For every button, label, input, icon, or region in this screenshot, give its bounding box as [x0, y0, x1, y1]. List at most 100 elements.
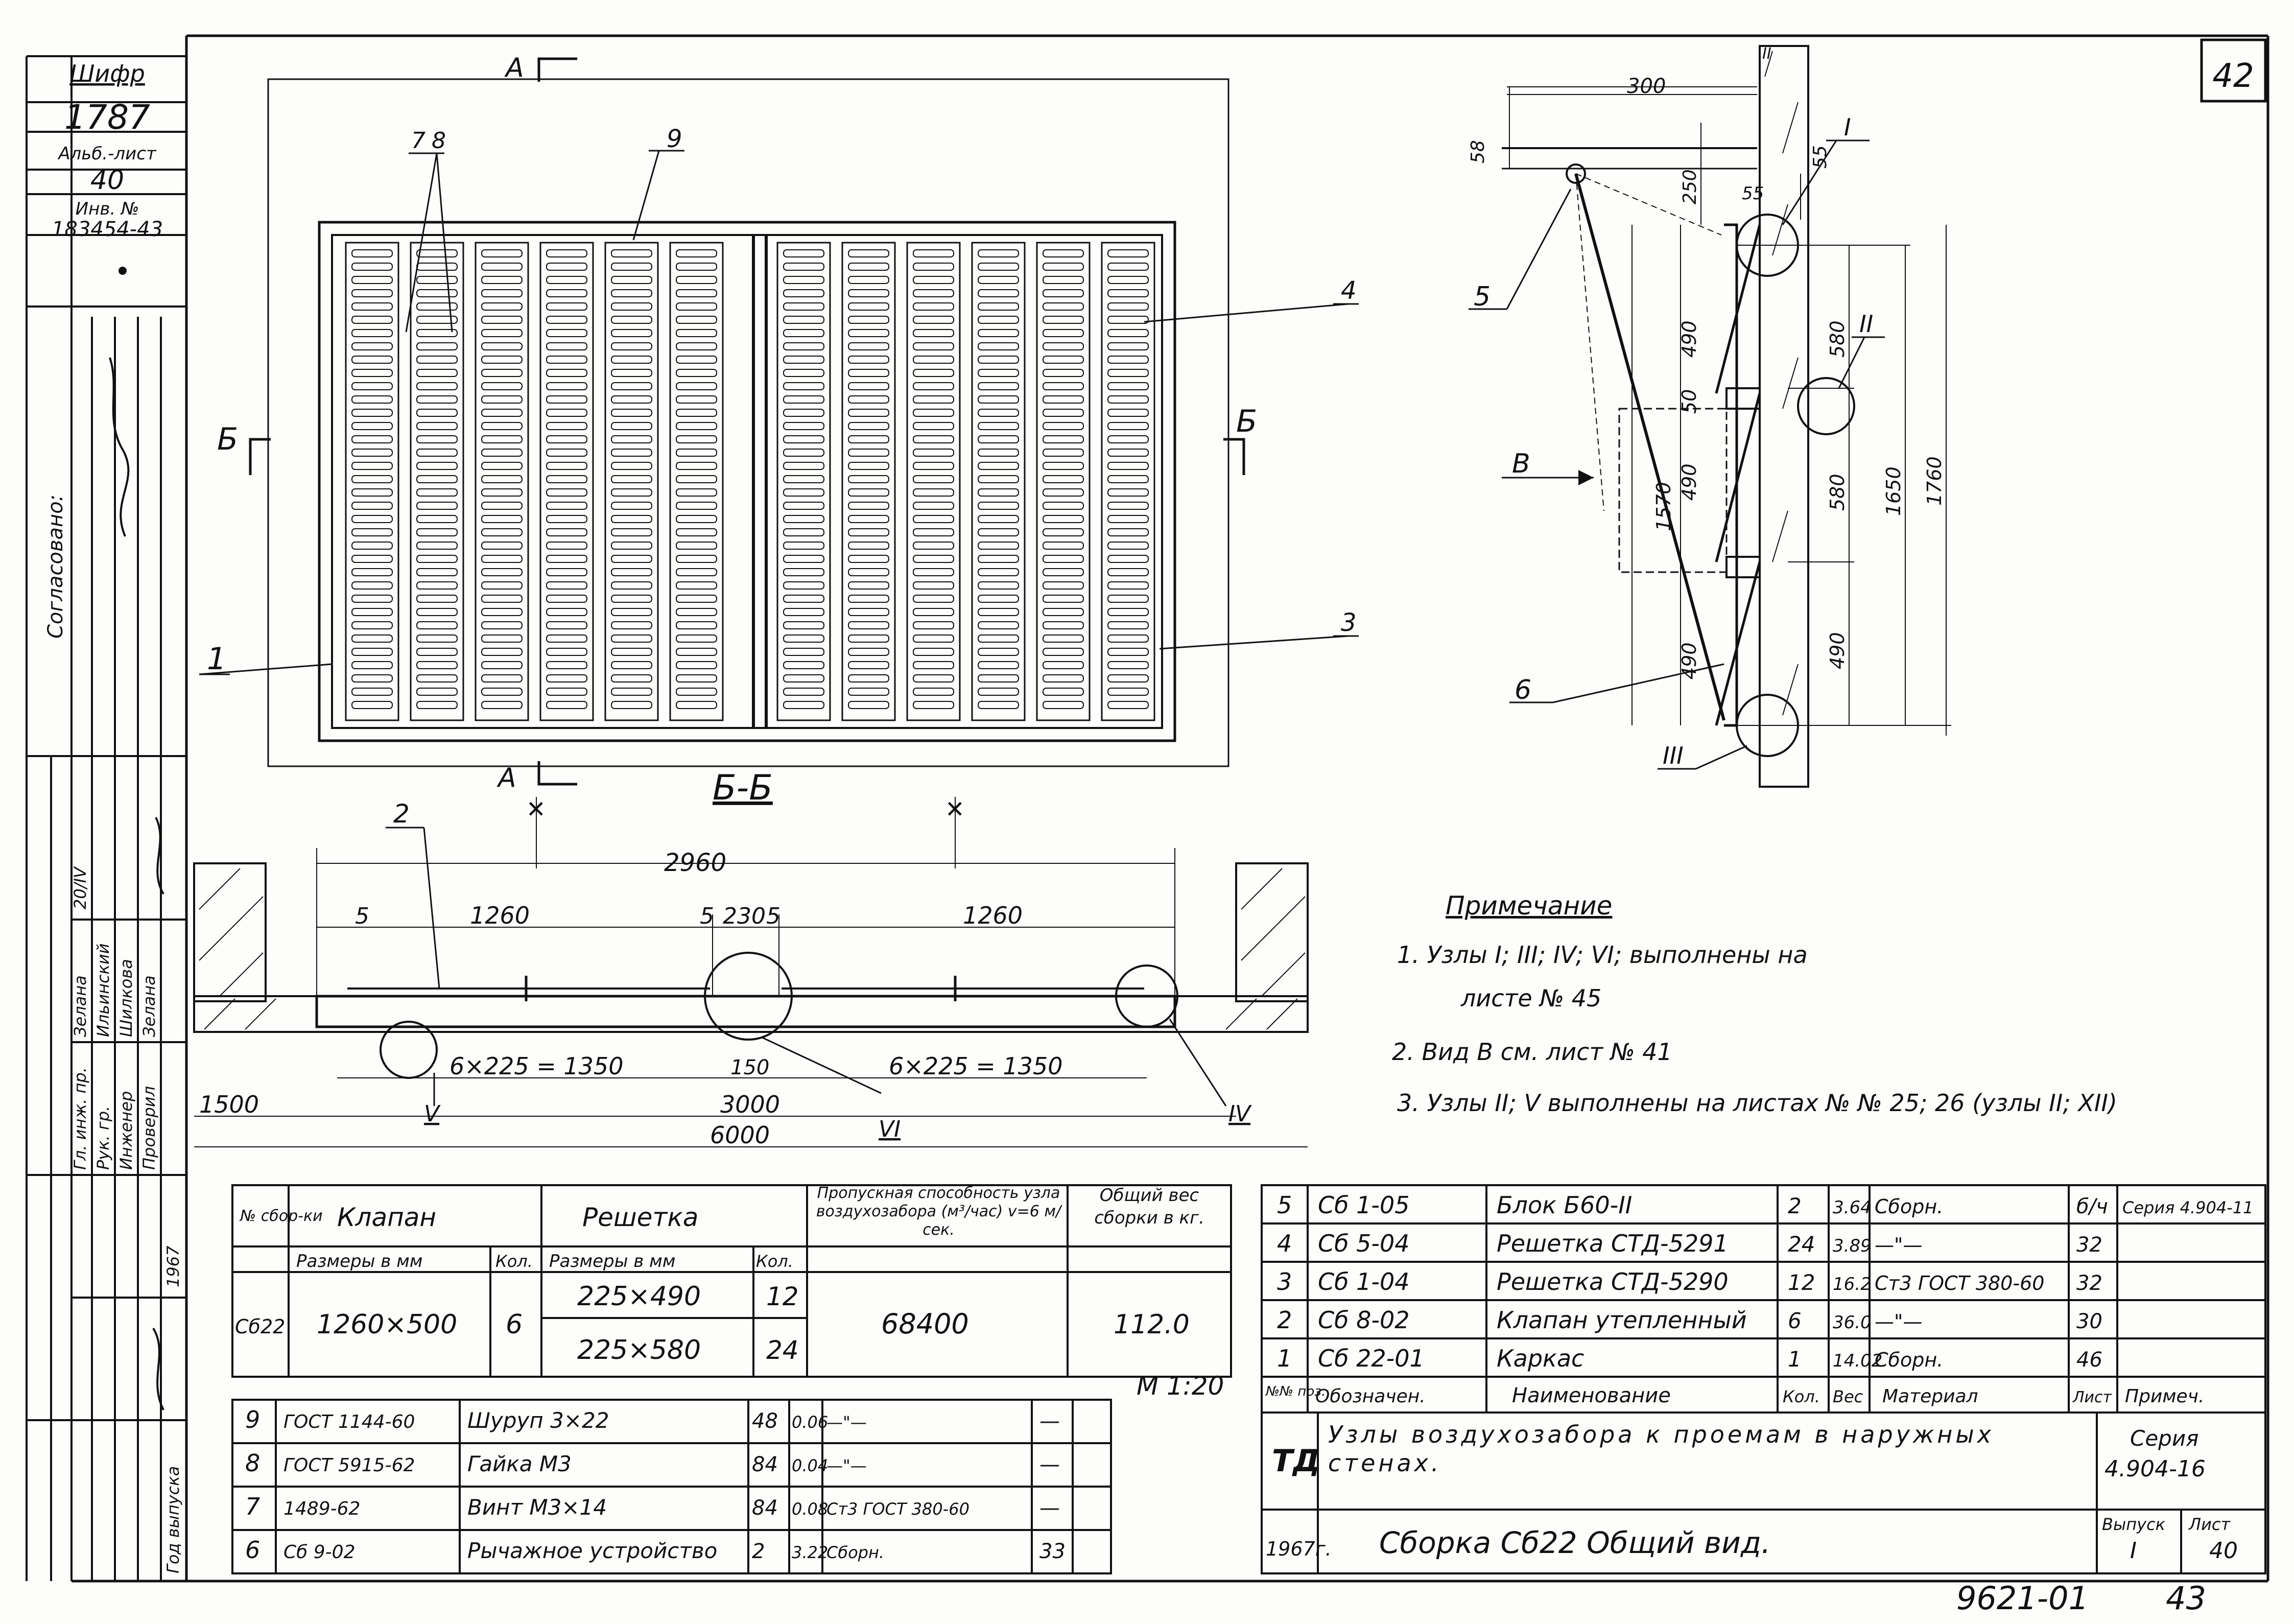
grille-slot	[913, 449, 954, 457]
grille-slot	[913, 249, 954, 257]
grille-slot	[1043, 422, 1084, 430]
callout-9: 9	[667, 125, 682, 153]
cap-grille1-size: 225×490	[577, 1281, 701, 1312]
grille-slot	[416, 688, 458, 696]
right-part-material: Сборн.	[1875, 1195, 1943, 1218]
grille-slot	[676, 249, 717, 257]
side-dim-250: 250	[1680, 169, 1700, 204]
right-part-pos: 2	[1277, 1306, 1292, 1334]
grille-slot	[913, 435, 954, 443]
right-part-material: —"—	[1875, 1310, 1922, 1333]
grille-slot	[913, 329, 954, 337]
grille-slot	[351, 356, 393, 364]
grille-slot	[481, 634, 523, 643]
grille-slot	[978, 329, 1019, 337]
grille-slot	[351, 634, 393, 643]
grille-slot	[783, 701, 824, 709]
grille-slot	[611, 648, 652, 656]
grille-slot	[676, 634, 717, 643]
grille-slot	[978, 648, 1019, 656]
grille-slot	[848, 382, 889, 390]
grille-slot	[913, 581, 954, 590]
grille-slot	[546, 263, 587, 271]
grille-slot	[913, 648, 954, 656]
section-callout-2: 2	[393, 799, 410, 829]
grille-slot	[416, 435, 458, 443]
lower-part-pos: 8	[245, 1449, 260, 1477]
grille-slot	[546, 701, 587, 709]
grille-slot	[611, 661, 652, 669]
grille-slot	[1107, 515, 1149, 523]
grille-slot	[848, 475, 889, 483]
issue-value: 1967	[163, 1245, 183, 1287]
section-b-left-label: Б	[217, 421, 238, 457]
side-callout-5: 5	[1474, 281, 1491, 312]
grille-slot	[848, 661, 889, 669]
grille-slot	[676, 329, 717, 337]
grille-slot	[978, 435, 1019, 443]
callout-4: 4	[1341, 276, 1357, 305]
section-b-right-label: Б	[1236, 404, 1257, 439]
grille-slot	[351, 249, 393, 257]
grille-slot	[481, 369, 523, 377]
grille-slot	[351, 435, 393, 443]
grille-slot	[848, 568, 889, 576]
grille-slot	[848, 648, 889, 656]
plan-view: А А Б Б 7 8 9 4 3 1	[199, 53, 1359, 793]
grille-slot	[416, 515, 458, 523]
grille-slot	[1107, 276, 1149, 284]
lower-part-pos: 6	[245, 1536, 260, 1564]
grille-slot	[783, 302, 824, 311]
grille-slot	[416, 581, 458, 590]
note-line-4: 3. Узлы II; V выполнены на листах № № 25…	[1397, 1089, 2117, 1117]
grille-slot	[1107, 608, 1149, 616]
cap-h-qty-valve: Кол.	[495, 1252, 533, 1271]
grille-slot	[848, 701, 889, 709]
grille-slot	[913, 595, 954, 603]
cap-h-capacity-wrap: Пропускная способность узла воздухозабор…	[816, 1184, 1061, 1239]
grille-slot	[611, 621, 652, 629]
grille-slot	[351, 608, 393, 616]
grille-slot	[1107, 316, 1149, 324]
grille-slot	[913, 634, 954, 643]
grille-slot	[546, 568, 587, 576]
grille-slot	[848, 356, 889, 364]
grille-slot	[611, 289, 652, 297]
grille-slot	[848, 634, 889, 643]
grille-slot	[783, 316, 824, 324]
right-part-mass: 14.02	[1833, 1351, 1882, 1371]
stamp-date-1: 20/IV	[70, 866, 90, 909]
grille-slot	[783, 409, 824, 417]
rh-note: Примеч.	[2125, 1386, 2204, 1407]
inv-value: 183454-43	[52, 218, 163, 241]
grille-slot	[416, 449, 458, 457]
grille-slot	[611, 249, 652, 257]
grille-slot	[676, 648, 717, 656]
dim-left-rungs: 6×225 = 1350	[450, 1052, 623, 1080]
lower-part-code: Сб 9-02	[283, 1542, 355, 1563]
grille-slot	[416, 542, 458, 550]
grille-slot	[481, 488, 523, 497]
grille-slot	[978, 688, 1019, 696]
grille-slot	[611, 515, 652, 523]
grille-slot	[611, 608, 652, 616]
right-part-name: Решетка СТД-5290	[1497, 1268, 1729, 1296]
grille-slot	[416, 608, 458, 616]
right-part-code: Сб 22-01	[1318, 1345, 1425, 1372]
grille-slot	[783, 488, 824, 497]
rh-pos: №№ поз.	[1265, 1384, 1326, 1399]
tb-issue-label: Выпуск	[2102, 1515, 2166, 1534]
dim-3000: 3000	[720, 1091, 780, 1118]
grille-slot	[1107, 701, 1149, 709]
grille-slot	[1107, 542, 1149, 550]
grille-slot	[351, 289, 393, 297]
grille-slot	[978, 568, 1019, 576]
grille-slot	[676, 422, 717, 430]
album-sheet-value: 40	[90, 165, 124, 196]
lower-part-mass: 0.08	[792, 1499, 828, 1519]
grille-slot	[676, 382, 717, 390]
grille-slot	[481, 475, 523, 483]
